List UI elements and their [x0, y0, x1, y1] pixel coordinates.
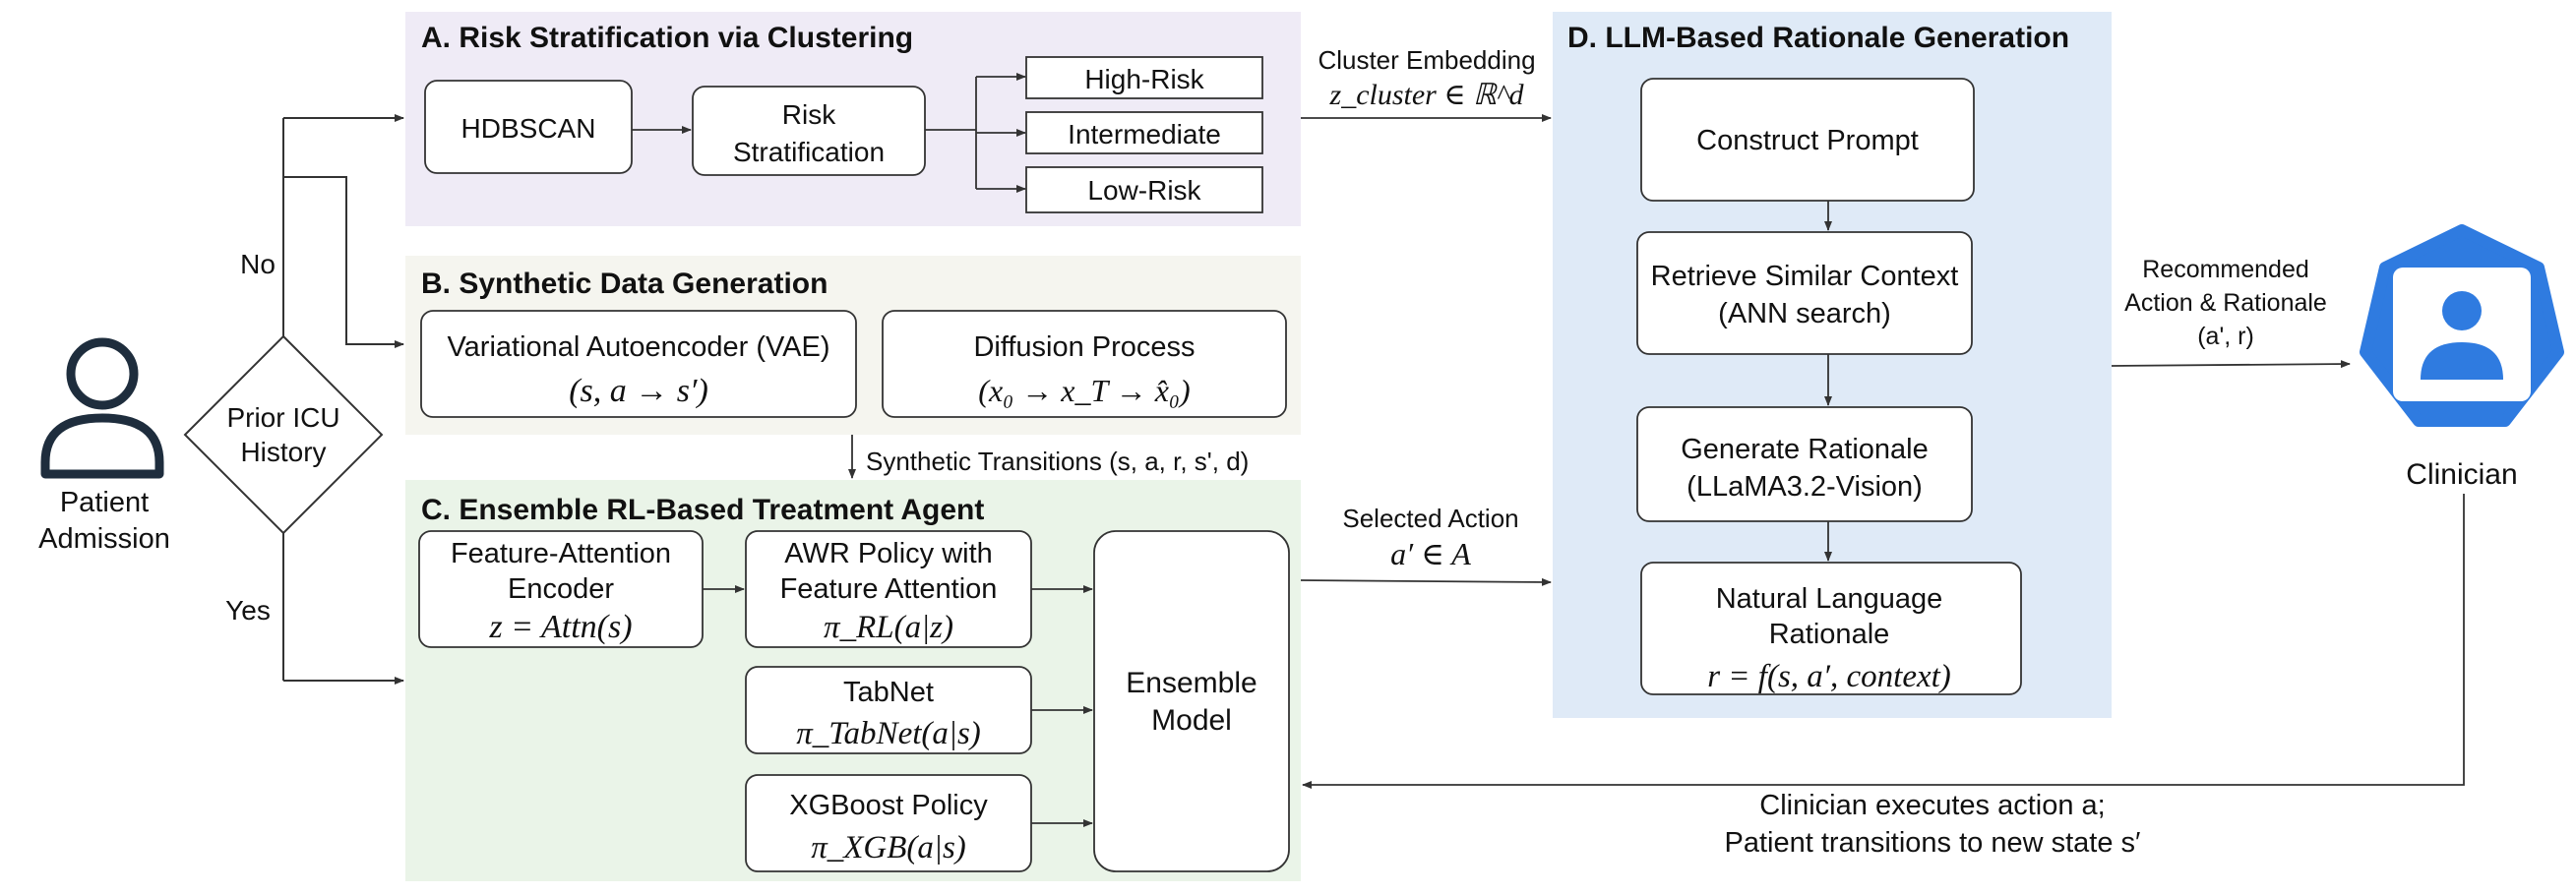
vae-label: Variational Autoencoder (VAE) — [447, 331, 829, 363]
intermediate-label: Intermediate — [1068, 119, 1221, 149]
diffusion-label: Diffusion Process — [973, 331, 1195, 363]
cross-panel-connectors — [1300, 114, 2465, 789]
natural-label-line2: Rationale — [1769, 619, 1890, 650]
panel-c-title: C. Ensemble RL-Based Treatment Agent — [421, 494, 984, 526]
prior-icu-decision — [183, 334, 384, 535]
feedback-label-line2: Patient transitions to new state s′ — [1725, 827, 2141, 859]
decision-label-line1: Prior ICU — [226, 402, 339, 433]
decision-yes-label: Yes — [225, 595, 271, 626]
synthetic-transitions-label: Synthetic Transitions (s, a, r, s', d) — [866, 447, 1249, 476]
diffusion-box — [882, 310, 1287, 418]
high-risk-box — [1025, 56, 1263, 99]
cluster-embedding-label: Cluster Embedding — [1318, 45, 1535, 75]
feedback-label-line1: Clinician executes action a; — [1759, 790, 2105, 821]
retrieve-label-line2: (ANN search) — [1718, 298, 1891, 329]
natural-formula: r = f(s, a′, context) — [1707, 659, 1951, 694]
risk-stratification-box — [692, 86, 926, 176]
xgboost-label: XGBoost Policy — [789, 790, 988, 821]
panel-d-title: D. LLM-Based Rationale Generation — [1567, 22, 2069, 54]
generate-label-line2: (LLaMA3.2-Vision) — [1687, 471, 1923, 503]
patient-label-line2: Admission — [38, 523, 170, 555]
recommended-label-line1: Recommended — [2142, 256, 2309, 283]
hdbscan-label: HDBSCAN — [461, 113, 596, 144]
panel-a-title: A. Risk Stratification via Clustering — [421, 22, 913, 54]
hdbscan-box — [424, 80, 633, 174]
selected-action-formula: a′ ∈ A — [1390, 536, 1471, 571]
intermediate-box — [1025, 111, 1263, 154]
natural-language-rationale-box — [1640, 562, 2022, 695]
panel-b-title: B. Synthetic Data Generation — [421, 268, 828, 300]
construct-prompt-label: Construct Prompt — [1696, 125, 1919, 156]
encoder-label-line2: Encoder — [508, 573, 614, 605]
risk-label-line2: Stratification — [733, 137, 885, 167]
generate-label-line1: Generate Rationale — [1681, 434, 1929, 465]
construct-prompt-box — [1640, 78, 1975, 202]
clinician-label: Clinician — [2406, 458, 2517, 491]
natural-label-line1: Natural Language — [1716, 583, 1943, 615]
patient-icon — [40, 337, 164, 479]
selected-action-label: Selected Action — [1342, 504, 1518, 533]
tabnet-label: TabNet — [843, 677, 934, 708]
clinician-icon — [2360, 224, 2564, 427]
recommended-label-line2: Action & Rationale — [2124, 289, 2327, 317]
recommended-label-line3: (a', r) — [2197, 323, 2254, 350]
panel-a-connectors — [632, 73, 1026, 193]
low-risk-label: Low-Risk — [1087, 175, 1201, 206]
high-risk-label: High-Risk — [1084, 64, 1204, 94]
awr-label-line1: AWR Policy with — [784, 538, 993, 569]
cluster-embedding-formula: z_cluster ∈ ℝ^d — [1329, 79, 1525, 111]
retrieve-label-line1: Retrieve Similar Context — [1651, 261, 1959, 292]
ensemble-model-box — [1093, 530, 1290, 872]
xgboost-formula: π_XGB(a|s) — [811, 830, 966, 865]
ensemble-label-line2: Model — [1151, 704, 1232, 737]
encoder-formula: z = Attn(s) — [488, 609, 632, 645]
panel-c-connectors — [703, 585, 1093, 827]
generate-rationale-box — [1636, 406, 1973, 522]
encoder-label-line1: Feature-Attention — [451, 538, 671, 569]
diffusion-formula: (x₀ → x_T → x̂₀) — [978, 373, 1190, 408]
decision-connectors — [282, 114, 404, 685]
ensemble-label-line1: Ensemble — [1126, 667, 1257, 699]
awr-label-line2: Feature Attention — [780, 573, 998, 605]
patient-label-line1: Patient — [60, 487, 149, 518]
risk-label-line1: Risk — [782, 99, 836, 130]
decision-label-line2: History — [240, 437, 326, 467]
low-risk-box — [1025, 166, 1263, 213]
decision-no-label: No — [240, 249, 276, 279]
vae-box — [420, 310, 857, 418]
retrieve-context-box — [1636, 231, 1973, 355]
tabnet-formula: π_TabNet(a|s) — [796, 716, 981, 751]
vae-formula: (s, a → s′) — [569, 373, 708, 409]
awr-formula: π_RL(a|z) — [824, 610, 953, 645]
